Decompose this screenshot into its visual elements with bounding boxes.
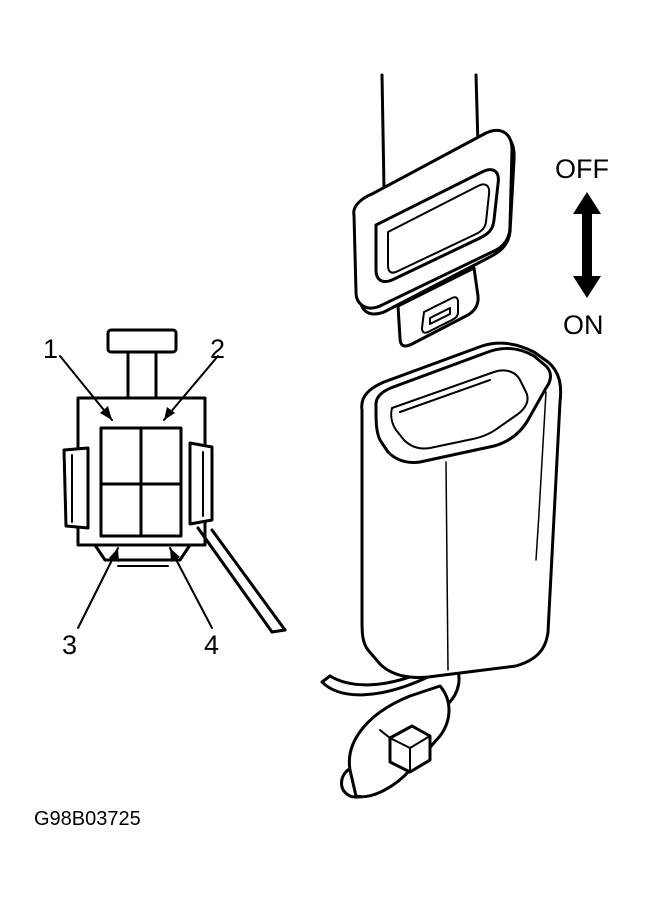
double-arrow-icon bbox=[573, 192, 601, 298]
on-label: ON bbox=[563, 310, 604, 340]
tongue-blade bbox=[396, 266, 480, 348]
belt-webbing-right bbox=[474, 73, 480, 147]
tongue-webbing-slot bbox=[374, 168, 500, 284]
buckle-switch-connector: 1 2 3 4 bbox=[43, 328, 287, 660]
belt-webbing-left bbox=[380, 73, 386, 190]
seat-belt-buckle bbox=[320, 341, 563, 799]
connector-lock-tab bbox=[106, 328, 178, 354]
terminal-label-1: 1 bbox=[43, 334, 58, 364]
terminal-label-2: 2 bbox=[210, 334, 225, 364]
connector-right-flange bbox=[188, 441, 214, 526]
buckle-receptacle bbox=[374, 347, 552, 464]
connector-left-flange bbox=[62, 446, 90, 530]
terminal-label-4: 4 bbox=[204, 630, 219, 660]
figure-code: G98B03725 bbox=[34, 808, 141, 830]
terminal-label-3: 3 bbox=[62, 630, 77, 660]
seat-belt-tongue bbox=[352, 73, 516, 348]
switch-state-indicator: OFF ON bbox=[555, 154, 609, 340]
off-label: OFF bbox=[555, 154, 609, 184]
